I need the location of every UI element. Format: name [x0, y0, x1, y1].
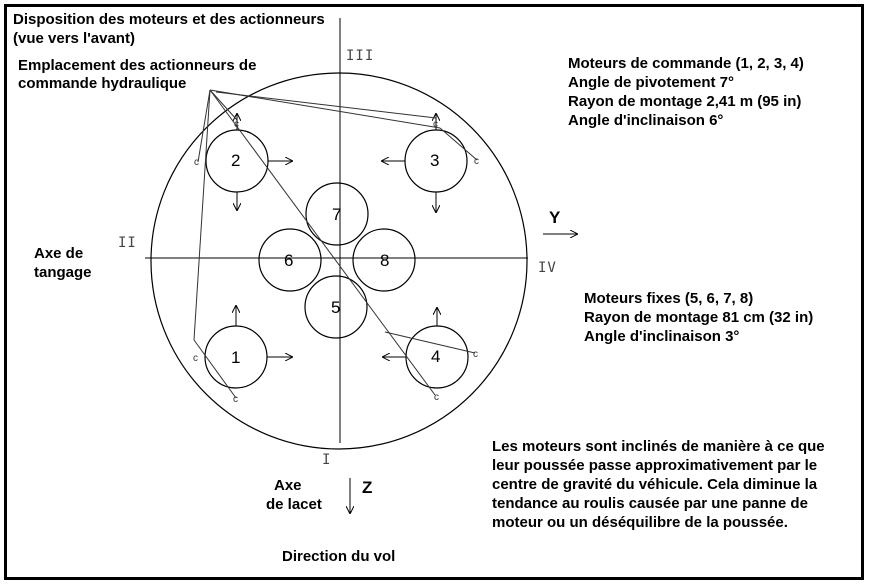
actuator-mark-4b: c	[434, 392, 439, 403]
control-engines-line-1: Moteurs de commande (1, 2, 3, 4)	[568, 55, 804, 72]
yaw-axis-label-line-2: de lacet	[266, 496, 322, 513]
actuators-label-line-1: Emplacement des actionneurs de	[18, 57, 257, 74]
flight-direction-label: Direction du vol	[282, 548, 396, 565]
actuator-mark-4a: c	[473, 349, 478, 360]
pitch-axis-label-line-2: tangage	[34, 264, 92, 281]
title-line-2: (vue vers l'avant)	[13, 30, 135, 47]
fixed-engines-line-1: Moteurs fixes (5, 6, 7, 8)	[584, 290, 754, 307]
actuator-mark-2a: c	[194, 157, 199, 168]
engine-label-4: 4	[431, 347, 440, 366]
engine-label-7: 7	[332, 205, 341, 224]
engine-label-2: 2	[231, 151, 240, 170]
actuator-mark-2b: c	[234, 119, 239, 130]
note-line-4: tendance au roulis causée par une panne …	[492, 495, 808, 512]
actuator-mark-3b: c	[433, 119, 438, 130]
control-engines-line-2: Angle de pivotement 7°	[568, 74, 735, 91]
actuator-mark-3a: c	[474, 156, 479, 167]
roman-label-iv: IV	[538, 260, 557, 276]
axis-y-label: Y	[549, 208, 561, 227]
engine-5-circle	[304, 275, 368, 339]
note-line-5: moteur ou un déséquilibre de la poussée.	[492, 514, 788, 531]
engine-8-circle	[352, 228, 416, 292]
actuator-lines	[193, 89, 478, 399]
engine-label-3: 3	[430, 151, 439, 170]
axis-z-label: Z	[362, 478, 373, 497]
engine-label-1: 1	[231, 348, 240, 367]
actuator-mark-1a: c	[193, 353, 198, 364]
roman-label-ii: II	[118, 235, 137, 251]
fixed-engines-line-2: Rayon de montage 81 cm (32 in)	[584, 309, 814, 326]
roman-label-i: I	[322, 452, 332, 468]
engine-label-8: 8	[380, 251, 389, 270]
actuator-mark-1b: c	[233, 394, 238, 405]
actuators-label-line-2: commande hydraulique	[18, 75, 187, 92]
pivot-arrows	[236, 114, 437, 357]
fixed-engines-line-3: Angle d'inclinaison 3°	[584, 328, 740, 345]
engine-label-6: 6	[284, 251, 293, 270]
base-circle	[150, 72, 528, 450]
roman-label-iii: III	[346, 48, 375, 64]
pitch-axis-label-line-1: Axe de	[34, 245, 84, 262]
control-engines-line-4: Angle d'inclinaison 6°	[568, 112, 724, 129]
yaw-axis-label-line-1: Axe	[274, 477, 302, 494]
note-line-3: centre de gravité du véhicule. Cela dimi…	[492, 476, 818, 493]
note-line-2: leur poussée passe approximativement par…	[492, 457, 818, 474]
actuator-marks: c c c c c c c c	[193, 119, 479, 405]
engine-label-5: 5	[331, 298, 340, 317]
engine-7-circle	[305, 182, 369, 246]
engine-6-circle	[258, 228, 322, 292]
control-engines-line-3: Rayon de montage 2,41 m (95 in)	[568, 93, 802, 110]
title-line-1: Disposition des moteurs et des actionneu…	[13, 11, 325, 28]
note-line-1: Les moteurs sont inclinés de manière à c…	[492, 438, 825, 455]
diagram-frame	[4, 4, 864, 580]
